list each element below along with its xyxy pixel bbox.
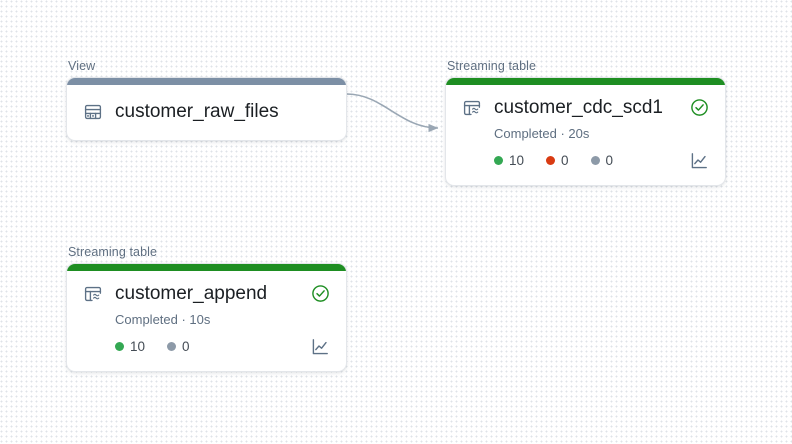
check-circle-icon [690, 98, 709, 117]
node-title: customer_cdc_scd1 [494, 97, 663, 118]
node-type-bar [67, 78, 346, 85]
node-status-text: Completed · 20s [494, 125, 590, 141]
status-dot-green [494, 156, 503, 166]
node-title: customer_raw_files [115, 101, 279, 122]
metric-records-failed: 0 [546, 153, 569, 168]
node-title: customer_append [115, 283, 268, 304]
check-circle-icon [311, 284, 330, 303]
metric-value: 10 [130, 339, 146, 355]
node-customer-raw-files[interactable]: View cust [66, 59, 347, 141]
status-dot-green [115, 342, 124, 352]
metric-records-skipped: 0 [590, 153, 614, 169]
metric-value: 0 [182, 339, 190, 355]
status-dot-gray [167, 342, 177, 352]
node-type-bar [67, 264, 346, 271]
metric-records-written: 10 [494, 153, 524, 168]
status-dot-gray [590, 156, 600, 166]
node-status-text: Completed · 10s [115, 311, 211, 327]
node-metrics-row: 10 0 [115, 337, 330, 357]
node-customer-cdc-scd1[interactable]: Streaming table customer_cdc_scd1 [445, 59, 726, 186]
metric-value: 0 [605, 153, 614, 169]
streaming-table-icon [83, 284, 103, 304]
node-caption: Streaming table [447, 59, 537, 73]
node-card[interactable]: customer_cdc_scd1 Completed · 20s 10 [445, 77, 726, 186]
metric-records-written: 10 [115, 339, 145, 354]
metric-value: 0 [561, 153, 569, 169]
node-card[interactable]: customer_append Completed · 10s 10 [66, 263, 347, 372]
edge-raw-files-to-cdc-scd1 [346, 93, 439, 133]
node-caption: View [68, 59, 96, 73]
node-metrics-row: 10 0 0 [494, 151, 709, 171]
streaming-table-icon [462, 98, 482, 118]
metric-value: 10 [509, 153, 525, 169]
node-customer-append[interactable]: Streaming table customer_append [66, 245, 347, 372]
metric-records-skipped: 0 [167, 339, 190, 354]
node-title-row: customer_append [83, 283, 330, 305]
view-table-icon [83, 102, 103, 122]
node-type-bar [446, 78, 725, 85]
node-card[interactable]: customer_raw_files [66, 77, 347, 141]
status-dot-red [546, 156, 556, 166]
node-title-row: customer_raw_files [83, 101, 330, 123]
node-caption: Streaming table [68, 245, 158, 259]
node-title-row: customer_cdc_scd1 [462, 97, 709, 119]
line-chart-icon[interactable] [310, 337, 330, 357]
line-chart-icon[interactable] [689, 151, 709, 171]
